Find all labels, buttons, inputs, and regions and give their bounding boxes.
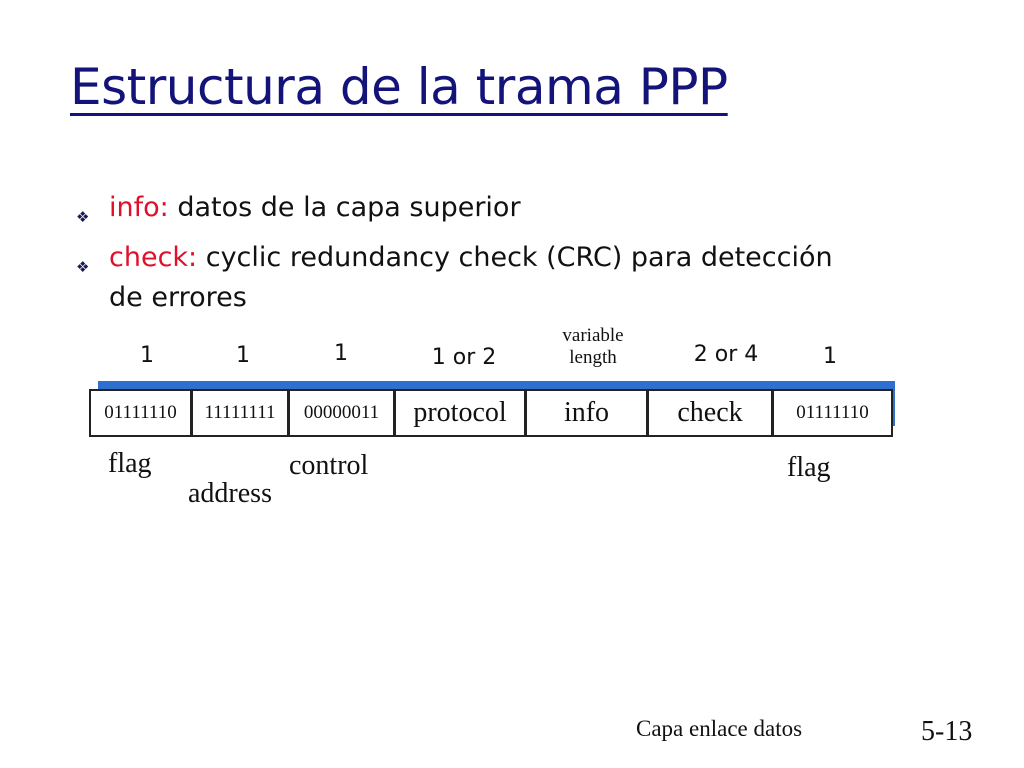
bullet-list: ❖ info: datos de la capa superior ❖ chec…	[74, 188, 834, 328]
field-flag-end: 01111110	[796, 402, 869, 423]
caption-flag-start: flag	[108, 448, 152, 479]
bullet-keyword: check:	[109, 242, 198, 273]
field-size-info: variable length	[562, 325, 624, 368]
bullet-info: ❖ info: datos de la capa superior	[74, 188, 834, 228]
slide-number: 5-13	[921, 716, 973, 747]
field-check: check	[649, 391, 774, 435]
field-control: 00000011	[290, 391, 396, 435]
field-size-flag: 1	[140, 343, 154, 368]
field-size-flag-end: 1	[823, 344, 837, 369]
bullet-text: datos de la capa superior	[168, 192, 521, 223]
caption-control: control	[289, 450, 369, 481]
field-size-control: 1	[334, 341, 348, 366]
bullet-text: cyclic redundancy check (CRC) para detec…	[109, 242, 833, 313]
ppp-frame: 01111110 11111111 00000011 protocol info…	[89, 389, 893, 437]
diamond-bullet-icon: ❖	[76, 258, 90, 276]
field-flag-start: 01111110	[91, 391, 193, 435]
bullet-keyword: info:	[109, 192, 169, 223]
field-address: 11111111	[193, 391, 290, 435]
field-info: info	[527, 391, 649, 435]
field-size-address: 1	[236, 343, 250, 368]
caption-flag-end: flag	[787, 452, 831, 483]
field-size-check: 2 or 4	[693, 342, 759, 367]
footer-chapter: Capa enlace datos	[636, 716, 803, 741]
slide-title: Estructura de la trama PPP	[70, 58, 728, 116]
field-protocol: protocol	[396, 391, 527, 435]
caption-address: address	[188, 478, 272, 509]
bullet-check: ❖ check: cyclic redundancy check (CRC) p…	[74, 238, 834, 318]
field-size-protocol: 1 or 2	[431, 345, 497, 370]
diamond-bullet-icon: ❖	[76, 208, 90, 226]
